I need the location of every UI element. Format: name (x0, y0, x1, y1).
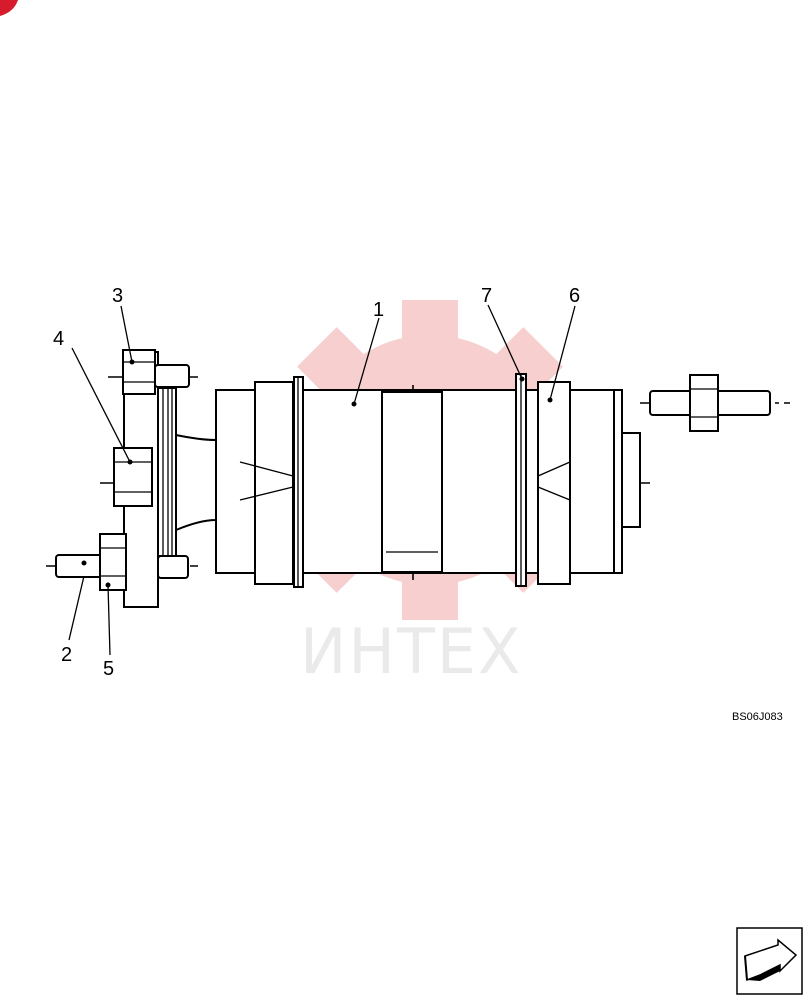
middle-nut (113, 447, 153, 507)
callout-5: 5 (103, 658, 114, 680)
bottom-nut (99, 533, 127, 591)
flange-ring (157, 387, 177, 557)
bottom-right-bolt (157, 555, 189, 579)
callout-4: 4 (53, 328, 64, 350)
center-recess (381, 391, 443, 573)
bottom-stud (55, 554, 107, 578)
stud-nut (689, 374, 719, 432)
callout-1: 1 (373, 299, 384, 321)
leader-lines (68, 304, 576, 656)
next-page-arrow-icon[interactable] (736, 927, 803, 995)
top-bolt (154, 364, 190, 388)
hub-neck (175, 433, 217, 532)
callout-2: 2 (61, 644, 72, 666)
callout-7: 7 (481, 285, 492, 307)
left-flange (254, 381, 294, 585)
callout-3: 3 (112, 285, 123, 307)
roller-body (215, 373, 641, 588)
separate-stud (649, 374, 771, 432)
right-end-rim (613, 389, 623, 574)
top-nut (122, 349, 156, 395)
right-end-cap (621, 432, 641, 528)
red-badge-icon (0, 0, 18, 16)
watermark-text: ИНТЕХ (300, 615, 523, 688)
figure-code: BS06J083 (732, 711, 783, 723)
callout-6: 6 (569, 285, 580, 307)
leader-dots (81, 359, 553, 588)
flange-assembly (55, 349, 217, 608)
right-flange (537, 381, 571, 585)
